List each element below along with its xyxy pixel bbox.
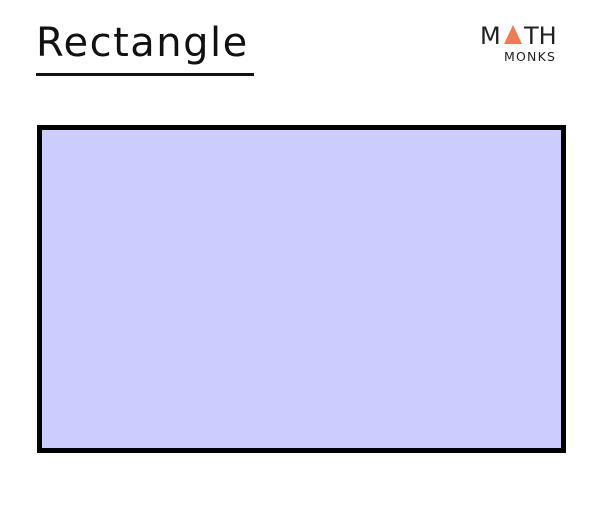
math-monks-logo: M TH MONKS [480,20,564,64]
title-underline [36,73,254,76]
rectangle-shape [37,125,566,453]
triangle-a-icon [504,25,522,44]
logo-graphic: M TH MONKS [480,22,557,64]
logo-subtitle: MONKS [504,49,556,64]
logo-letters-th: TH [523,22,557,50]
page-title: Rectangle [36,20,249,66]
logo-letter-m: M [480,22,501,50]
